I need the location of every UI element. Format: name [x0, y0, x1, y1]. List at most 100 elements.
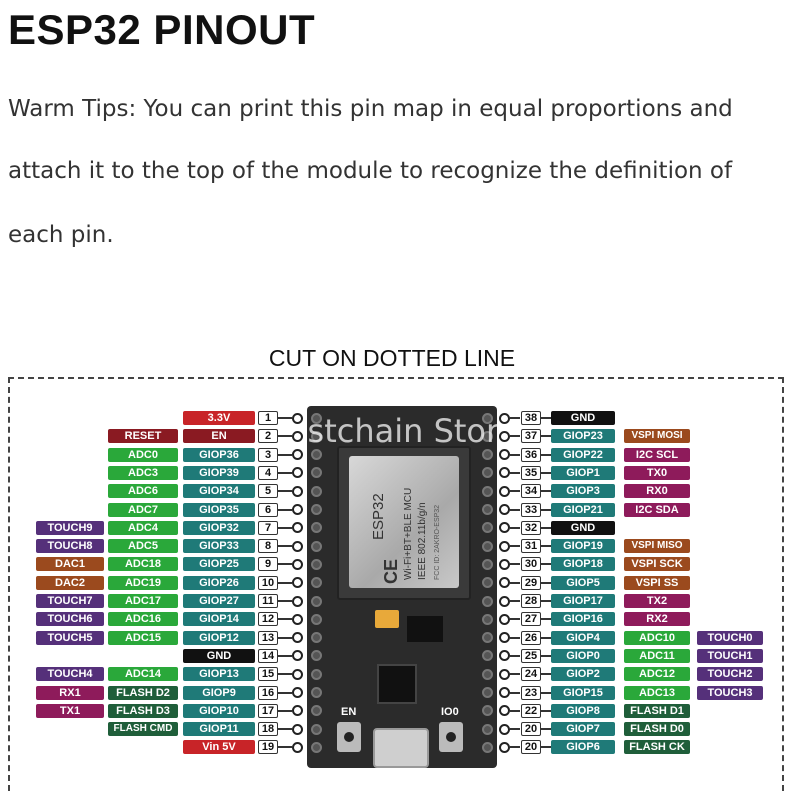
- pin-label: GIOP26: [183, 575, 255, 590]
- boot-button[interactable]: [439, 722, 463, 752]
- pin-dot: [292, 668, 303, 680]
- pin-label: FLASH D2: [108, 685, 178, 700]
- pin-number: 18: [258, 722, 278, 737]
- pin-connector: [510, 673, 520, 676]
- pin-number: 7: [258, 520, 278, 535]
- board-pinhole: [311, 467, 322, 479]
- pin-dot: [499, 467, 510, 479]
- board-pinhole: [311, 558, 322, 570]
- pin-label: GIOP5: [551, 575, 615, 590]
- pin-label: GIOP4: [551, 630, 615, 645]
- pin-number: 27: [521, 612, 541, 627]
- pin-dot: [499, 522, 510, 534]
- pin-dot: [499, 668, 510, 680]
- pin-number: 31: [521, 539, 541, 554]
- pin-number: 36: [521, 447, 541, 462]
- pin-label: GIOP15: [551, 685, 615, 700]
- module-brand: ESP32: [370, 493, 387, 540]
- pin-connector: [541, 526, 551, 529]
- pin-connector: [278, 508, 292, 511]
- pin-dot: [499, 540, 510, 552]
- pin-number: 12: [258, 612, 278, 627]
- pin-connector: [278, 636, 292, 639]
- pin-dot: [499, 449, 510, 461]
- pin-label: TOUCH7: [36, 594, 104, 608]
- board-pinhole: [482, 705, 493, 717]
- pin-label: GIOP8: [551, 703, 615, 718]
- pin-connector: [541, 563, 551, 566]
- pin-connector: [510, 490, 520, 493]
- board-pinhole: [482, 485, 493, 497]
- pin-label: ADC15: [108, 630, 178, 645]
- pin-dot: [499, 613, 510, 625]
- pin-label: GIOP33: [183, 539, 255, 554]
- board-pinhole: [482, 632, 493, 644]
- pin-connector: [510, 526, 520, 529]
- pin-dot: [499, 650, 510, 662]
- board-pinhole: [311, 504, 322, 515]
- module-line1: Wi-Fi+BT+BLE MCU: [403, 488, 414, 580]
- board-pinhole: [311, 650, 322, 662]
- pin-connector: [541, 600, 551, 602]
- board-pinhole: [311, 412, 322, 424]
- pin-label: GND: [551, 411, 615, 425]
- pin-number: 30: [521, 557, 541, 572]
- pin-connector: [278, 581, 292, 584]
- pin-label: ADC17: [108, 594, 178, 608]
- pin-number: 5: [258, 484, 278, 499]
- pin-number: 13: [258, 630, 278, 645]
- usb-port[interactable]: [373, 728, 429, 768]
- pin-label: TOUCH2: [697, 667, 763, 682]
- board-pinhole: [482, 741, 493, 753]
- pin-dot: [292, 723, 303, 735]
- pin-label: GIOP18: [551, 557, 615, 572]
- pin-connector: [510, 545, 520, 548]
- pin-connector: [510, 471, 520, 474]
- esp32-board: ESP32 Wi-Fi+BT+BLE MCU IEEE 802.11b/g/n …: [307, 406, 497, 768]
- board-pinhole: [311, 687, 322, 698]
- pin-label: TX2: [624, 594, 690, 608]
- board-pinhole: [482, 723, 493, 735]
- pin-connector: [510, 728, 520, 731]
- pin-number: 14: [258, 648, 278, 663]
- pin-label: GIOP36: [183, 447, 255, 462]
- en-button[interactable]: [337, 722, 361, 752]
- pin-connector: [278, 654, 292, 657]
- board-pinhole: [482, 504, 493, 515]
- pin-number: 37: [521, 429, 541, 444]
- pin-connector: [510, 508, 520, 511]
- pin-connector: [510, 691, 520, 694]
- pin-connector: [278, 746, 292, 749]
- pin-number: 34: [521, 484, 541, 499]
- pin-label: ADC12: [624, 667, 690, 682]
- pin-label: GIOP2: [551, 667, 615, 682]
- pin-label: ADC4: [108, 520, 178, 535]
- pin-label: TOUCH9: [36, 520, 104, 535]
- pin-label: GIOP23: [551, 429, 615, 444]
- pin-connector: [510, 563, 520, 566]
- pin-label: TOUCH3: [697, 685, 763, 700]
- board-pinhole: [482, 558, 493, 570]
- pin-label: RX1: [36, 685, 104, 700]
- board-pinhole: [482, 522, 493, 534]
- pin-number: 33: [521, 502, 541, 517]
- pin-connector: [541, 453, 551, 456]
- pin-dot: [292, 540, 303, 552]
- regulator-chip: [407, 616, 443, 642]
- pin-dot: [499, 412, 510, 424]
- pin-label: ADC3: [108, 465, 178, 480]
- pin-label: TX1: [36, 703, 104, 718]
- pin-label: DAC1: [36, 557, 104, 572]
- pin-label: FLASH CMD: [108, 722, 178, 737]
- pin-label: DAC2: [36, 575, 104, 590]
- pin-connector: [278, 490, 292, 493]
- pin-label: FLASH D3: [108, 703, 178, 718]
- pin-label: GIOP39: [183, 465, 255, 480]
- board-pinhole: [311, 485, 322, 497]
- pin-label: GIOP21: [551, 502, 615, 517]
- pin-label: RX2: [624, 612, 690, 627]
- board-pinhole: [311, 723, 322, 735]
- pin-dot: [292, 632, 303, 644]
- pin-dot: [292, 449, 303, 461]
- pin-label: ADC5: [108, 539, 178, 554]
